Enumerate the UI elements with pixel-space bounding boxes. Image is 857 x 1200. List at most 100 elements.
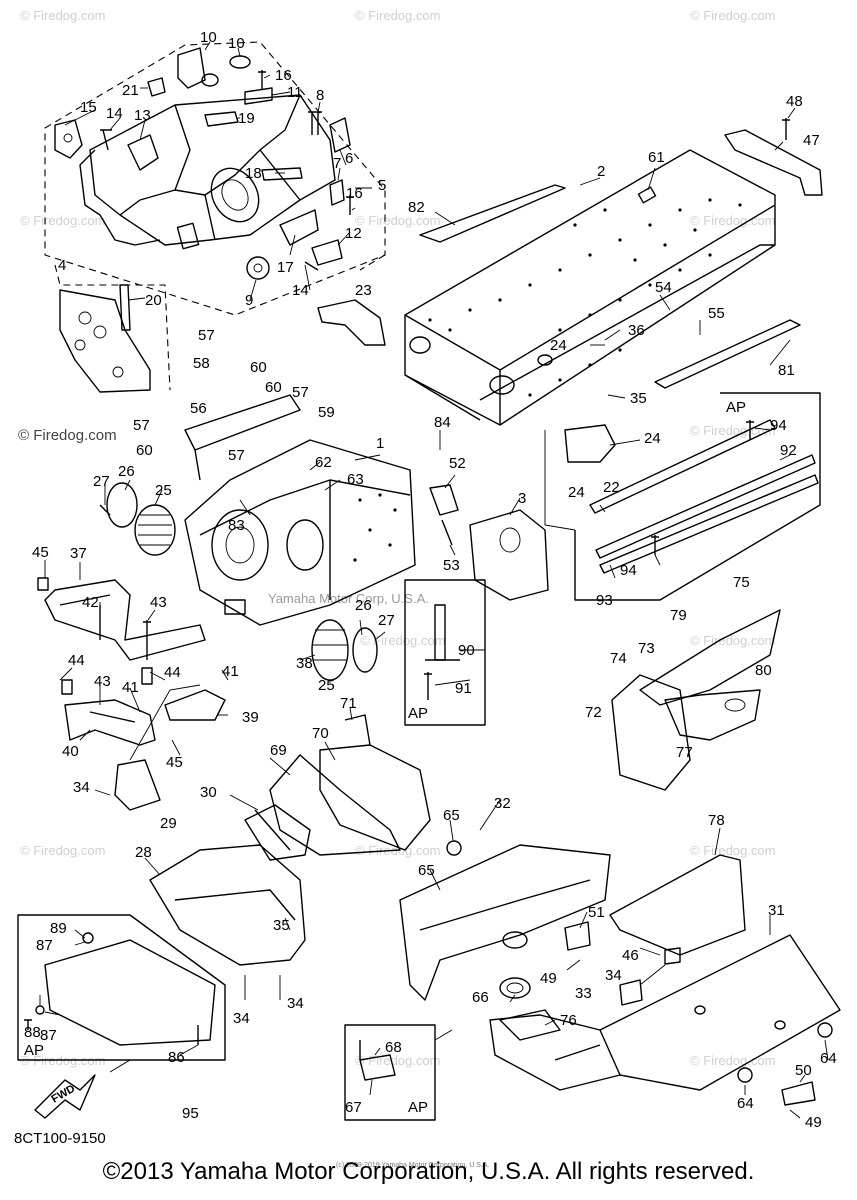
callout-78: 78 bbox=[708, 812, 725, 829]
callout-24: 24 bbox=[550, 337, 567, 354]
callout-64: 64 bbox=[820, 1050, 837, 1067]
callout-65: 65 bbox=[418, 862, 435, 879]
callout-10: 10 bbox=[228, 35, 245, 52]
callout-13: 13 bbox=[134, 107, 151, 124]
callout-41: 41 bbox=[122, 679, 139, 696]
part-37-bar bbox=[44, 579, 206, 661]
boot-right bbox=[311, 619, 378, 681]
callout-36: 36 bbox=[628, 322, 645, 339]
watermark: © Firedog.com bbox=[690, 1053, 775, 1068]
callout-10: 10 bbox=[200, 29, 217, 46]
lower-right-shrouds bbox=[399, 840, 841, 1106]
callout-44: 44 bbox=[68, 652, 85, 669]
fine-print: (c) 2009-2019 Yamaha Motor Corporation, … bbox=[336, 1162, 490, 1169]
callout-43: 43 bbox=[94, 673, 111, 690]
callout-72: 72 bbox=[585, 704, 602, 721]
callout-58: 58 bbox=[193, 355, 210, 372]
callout-44: 44 bbox=[164, 664, 181, 681]
part-81-strip bbox=[654, 319, 801, 389]
callout-43: 43 bbox=[150, 594, 167, 611]
part-40 bbox=[64, 699, 156, 746]
watermark: © Firedog.com bbox=[20, 213, 105, 228]
front-frame-assembly bbox=[44, 41, 386, 391]
callout-87: 87 bbox=[36, 937, 53, 954]
ap-box-86 bbox=[17, 914, 226, 1061]
callout-33: 33 bbox=[575, 985, 592, 1002]
callout-18: 18 bbox=[245, 165, 262, 182]
watermark: © Firedog.com bbox=[690, 8, 775, 23]
callout-60: 60 bbox=[250, 359, 267, 376]
callout-29: 29 bbox=[160, 815, 177, 832]
callout-74: 74 bbox=[610, 650, 627, 667]
callout-27: 27 bbox=[93, 473, 110, 490]
callout-9: 9 bbox=[245, 292, 253, 309]
callout-3: 3 bbox=[518, 490, 526, 507]
callout-47: 47 bbox=[803, 132, 820, 149]
callout-56: 56 bbox=[190, 400, 207, 417]
part-3-bracket bbox=[469, 509, 549, 601]
callout-26: 26 bbox=[355, 597, 372, 614]
callout-93: 93 bbox=[596, 592, 613, 609]
watermark: © Firedog.com bbox=[690, 423, 775, 438]
callout-60: 60 bbox=[136, 442, 153, 459]
leader-lines bbox=[39, 41, 829, 1119]
watermark: © Firedog.com bbox=[20, 8, 105, 23]
callout-68: 68 bbox=[385, 1039, 402, 1056]
callout-80: 80 bbox=[755, 662, 772, 679]
callout-34: 34 bbox=[233, 1010, 250, 1027]
callout-49: 49 bbox=[805, 1114, 822, 1131]
callout-20: 20 bbox=[145, 292, 162, 309]
watermark: © Firedog.com bbox=[355, 213, 440, 228]
part-52 bbox=[429, 484, 459, 516]
callout-4: 4 bbox=[58, 257, 66, 274]
callout-ap-86: AP bbox=[24, 1042, 44, 1059]
callout-31: 31 bbox=[768, 902, 785, 919]
callout-30: 30 bbox=[200, 784, 217, 801]
callout-15: 15 bbox=[80, 99, 97, 116]
callout-92: 92 bbox=[780, 442, 797, 459]
callout-32: 32 bbox=[494, 795, 511, 812]
callout-57: 57 bbox=[133, 417, 150, 434]
callout-73: 73 bbox=[638, 640, 655, 657]
part-29 bbox=[114, 759, 161, 811]
callout-ap-67: AP bbox=[408, 1099, 428, 1116]
callout-57: 57 bbox=[292, 384, 309, 401]
watermark: © Firedog.com bbox=[355, 8, 440, 23]
fine-print-2: Yamaha Motor Corp, U.S.A. bbox=[268, 591, 429, 606]
ap-box-67 bbox=[344, 1024, 436, 1121]
callout-94: 94 bbox=[770, 417, 787, 434]
callout-41: 41 bbox=[222, 663, 239, 680]
callout-11: 11 bbox=[287, 84, 303, 101]
part-23 bbox=[317, 299, 386, 346]
callout-35: 35 bbox=[273, 917, 290, 934]
callout-57: 57 bbox=[228, 447, 245, 464]
callout-35: 35 bbox=[630, 390, 647, 407]
callout-19: 19 bbox=[238, 110, 255, 127]
callout-54: 54 bbox=[655, 279, 672, 296]
callout-28: 28 bbox=[135, 844, 152, 861]
part-4-bracket bbox=[59, 284, 151, 393]
part-22-bracket bbox=[564, 424, 616, 463]
callout-34: 34 bbox=[605, 967, 622, 984]
callout-39: 39 bbox=[242, 709, 259, 726]
callout-79: 79 bbox=[670, 607, 687, 624]
callout-81: 81 bbox=[778, 362, 795, 379]
callout-84: 84 bbox=[434, 414, 451, 431]
callout-69: 69 bbox=[270, 742, 287, 759]
callout-2: 2 bbox=[597, 163, 605, 180]
part-39 bbox=[164, 689, 226, 721]
callout-12: 12 bbox=[345, 225, 362, 242]
callout-27: 27 bbox=[378, 612, 395, 629]
part-82-strip bbox=[419, 184, 566, 243]
watermark: © Firedog.com bbox=[690, 843, 775, 858]
callout-88: 88 bbox=[24, 1024, 41, 1041]
callout-labels: 10 10 16 21 11 8 15 14 13 19 6 7 18 5 16… bbox=[24, 29, 837, 1131]
callout-40: 40 bbox=[62, 743, 79, 760]
callout-91: 91 bbox=[455, 680, 472, 697]
callout-17: 17 bbox=[277, 259, 294, 276]
callout-5: 5 bbox=[378, 177, 386, 194]
callout-16: 16 bbox=[346, 185, 363, 202]
callout-37: 37 bbox=[70, 545, 87, 562]
callout-22: 22 bbox=[603, 479, 620, 496]
